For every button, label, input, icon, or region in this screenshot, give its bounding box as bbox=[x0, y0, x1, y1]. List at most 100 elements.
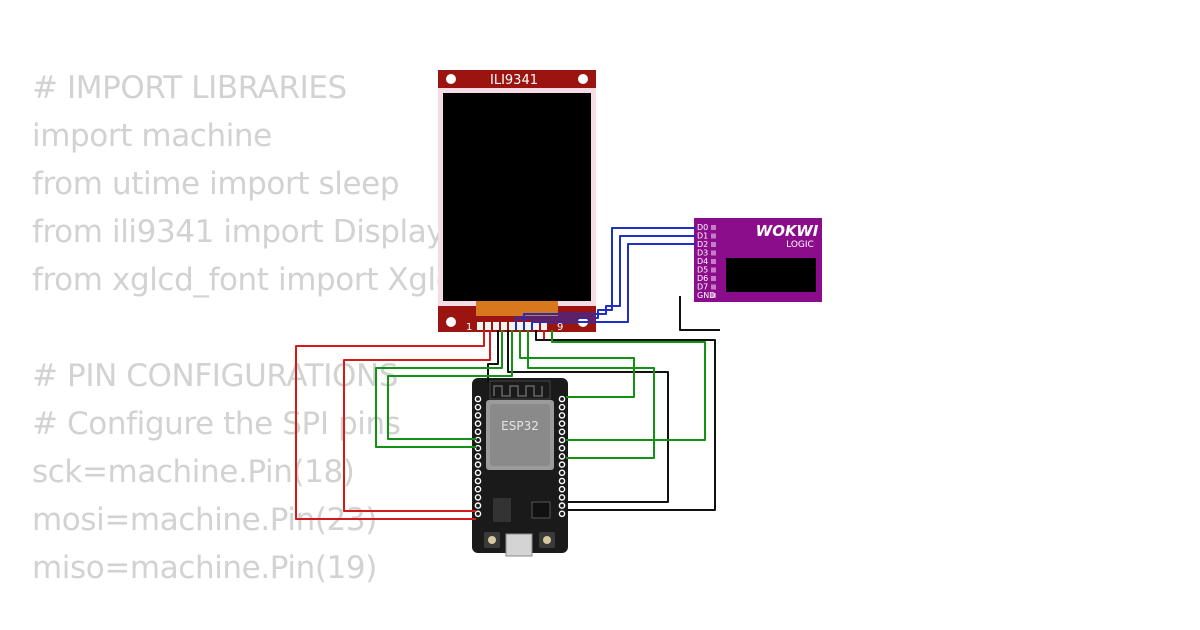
reset-button-cap bbox=[543, 536, 551, 544]
logic-channel-pad[interactable] bbox=[711, 267, 716, 273]
usb-chip bbox=[531, 501, 551, 519]
esp32-pin[interactable] bbox=[558, 420, 566, 427]
esp32-pin[interactable] bbox=[474, 485, 482, 493]
voltage-regulator bbox=[493, 498, 511, 522]
logic-channel-label: D2 bbox=[697, 240, 708, 249]
display-screen bbox=[443, 93, 591, 301]
esp32-pin[interactable] bbox=[558, 502, 566, 509]
ili9341-display[interactable]: ILI9341 1 9 bbox=[438, 70, 596, 333]
mount-hole-icon bbox=[578, 74, 588, 84]
display-pin-header[interactable] bbox=[477, 322, 547, 330]
esp32-pin[interactable] bbox=[558, 510, 566, 518]
esp32-pin[interactable] bbox=[558, 477, 566, 485]
esp32-pin[interactable] bbox=[558, 453, 566, 460]
esp32-pin[interactable] bbox=[474, 510, 482, 518]
esp32-pin[interactable] bbox=[558, 395, 566, 403]
wire-green[interactable] bbox=[527, 330, 655, 459]
esp32-pin[interactable] bbox=[558, 485, 566, 493]
display-pin[interactable] bbox=[517, 322, 523, 330]
esp32-pin[interactable] bbox=[474, 502, 482, 509]
esp32-pin[interactable] bbox=[474, 461, 482, 468]
esp32-pin[interactable] bbox=[558, 494, 566, 501]
wire-green[interactable] bbox=[519, 330, 635, 398]
esp32-pin[interactable] bbox=[474, 412, 482, 419]
logic-channel-label: D4 bbox=[697, 257, 708, 266]
code-line: from ili9341 import Display bbox=[32, 214, 445, 250]
esp32-pin[interactable] bbox=[558, 444, 566, 452]
code-line: miso=machine.Pin(19) bbox=[32, 550, 377, 586]
wire-red[interactable] bbox=[343, 330, 491, 512]
wire-green[interactable] bbox=[551, 330, 706, 441]
wire-blue[interactable] bbox=[515, 227, 696, 330]
esp32-pin[interactable] bbox=[474, 403, 482, 411]
logic-display-window bbox=[726, 258, 816, 292]
wire-blue[interactable] bbox=[523, 235, 696, 330]
wires bbox=[295, 227, 720, 520]
esp32-pin[interactable] bbox=[474, 444, 482, 452]
logic-channel-label: D7 bbox=[697, 283, 708, 292]
code-line: import machine bbox=[32, 118, 272, 154]
wire-black[interactable] bbox=[487, 330, 499, 383]
esp32-pin[interactable] bbox=[474, 453, 482, 460]
esp32-antenna bbox=[489, 380, 551, 400]
display-pin[interactable] bbox=[525, 322, 531, 330]
display-pin[interactable] bbox=[509, 322, 515, 330]
wire-black[interactable] bbox=[679, 296, 720, 331]
antenna-trace-icon bbox=[493, 385, 543, 397]
esp32-pin[interactable] bbox=[558, 436, 566, 444]
mount-hole-icon bbox=[446, 74, 456, 84]
esp32-pin[interactable] bbox=[558, 412, 566, 419]
logic-channel-label: GND bbox=[697, 291, 715, 300]
display-pin[interactable] bbox=[541, 322, 547, 330]
display-title: ILI9341 bbox=[490, 73, 538, 88]
display-pin[interactable] bbox=[493, 322, 499, 330]
logic-channel-pad[interactable] bbox=[711, 250, 716, 256]
esp32-pin[interactable] bbox=[474, 420, 482, 427]
code-line: sck=machine.Pin(18) bbox=[32, 454, 355, 490]
esp32-pin[interactable] bbox=[558, 461, 566, 468]
logic-channel-pad[interactable] bbox=[711, 293, 716, 298]
esp32-devkit[interactable]: ESP32 bbox=[472, 378, 568, 557]
wire-blue[interactable] bbox=[531, 243, 696, 330]
esp32-pin[interactable] bbox=[474, 469, 482, 477]
esp32-pin[interactable] bbox=[474, 428, 482, 436]
wire-green[interactable] bbox=[375, 330, 503, 448]
display-pin[interactable] bbox=[501, 322, 507, 330]
display-pin[interactable] bbox=[477, 322, 483, 330]
display-pin[interactable] bbox=[485, 322, 491, 330]
esp32-pin[interactable] bbox=[558, 469, 566, 477]
esp32-pin[interactable] bbox=[474, 494, 482, 501]
logic-channel-label: D1 bbox=[697, 232, 708, 241]
wire-black[interactable] bbox=[535, 330, 716, 511]
esp32-chip-label: ESP32 bbox=[501, 419, 539, 433]
display-pin[interactable] bbox=[533, 322, 539, 330]
esp32-pin-headers[interactable] bbox=[474, 395, 566, 518]
logic-channel-pad[interactable] bbox=[711, 225, 716, 230]
esp32-pin[interactable] bbox=[474, 477, 482, 485]
wire-red[interactable] bbox=[295, 330, 485, 520]
logic-channel-pad[interactable] bbox=[711, 242, 716, 247]
logic-channel-label: D6 bbox=[697, 274, 708, 283]
logic-channel-pad[interactable] bbox=[711, 259, 716, 264]
display-pin-last-label: 9 bbox=[557, 322, 563, 333]
esp32-pin[interactable] bbox=[558, 403, 566, 411]
logic-channel-label: D3 bbox=[697, 249, 708, 258]
esp32-pin[interactable] bbox=[558, 428, 566, 436]
code-line: # PIN CONFIGURATIONS bbox=[32, 358, 399, 394]
display-ribbon bbox=[476, 301, 558, 316]
logic-channel-pad[interactable] bbox=[711, 233, 716, 239]
wire-black[interactable] bbox=[507, 330, 669, 503]
logic-channel-pad[interactable] bbox=[711, 276, 716, 281]
wire-green[interactable] bbox=[387, 330, 513, 440]
esp32-pin[interactable] bbox=[474, 395, 482, 403]
usb-port[interactable] bbox=[505, 533, 533, 557]
logic-channel-label: D5 bbox=[697, 266, 708, 275]
logic-subtitle-label: LOGIC bbox=[786, 240, 814, 250]
display-pin-first-label: 1 bbox=[466, 322, 472, 333]
code-line: from utime import sleep bbox=[32, 166, 400, 202]
logic-channel-pad[interactable] bbox=[711, 284, 716, 290]
code-line: # IMPORT LIBRARIES bbox=[32, 70, 347, 106]
mount-hole-icon bbox=[446, 317, 456, 327]
